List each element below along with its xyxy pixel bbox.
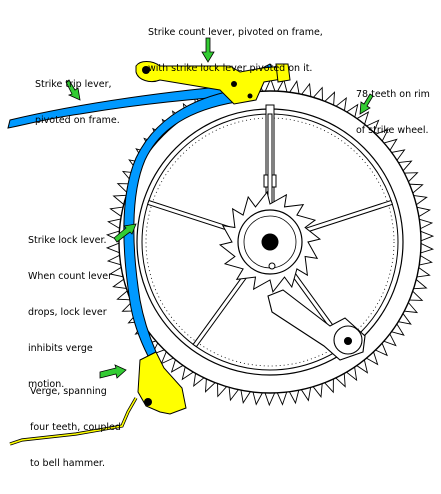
callout-lock-lever-line-2: When count lever [28,271,112,282]
pointer-arrows [65,37,374,379]
callout-count-lever-line-2: with strike lock lever pivoted on it. [148,63,313,74]
strike-mechanism-diagram: Strike count lever, pivoted on frame, wi… [7,3,435,469]
pointer-teeth [359,93,374,115]
pointer-lock-lever [113,223,137,243]
lower-right-arm [267,289,366,361]
hub-arbor [261,233,279,251]
callout-teeth-line-2: of strike wheel. [356,125,429,136]
verge [9,351,187,446]
callout-lock-lever-line-4: inhibits verge [28,343,93,354]
callout-verge: Verge, spanning four teeth, coupled to b… [30,362,121,494]
pointer-verge [99,364,127,379]
callout-trip-lever-line-2: pivoted on frame. [35,115,120,126]
pointer-trip-lever [65,79,81,101]
callout-verge-line-1: Verge, spanning [30,386,107,397]
callout-trip-lever: Strike trip lever, pivoted on frame. [35,55,120,151]
diagram-canvas [7,37,435,446]
strike-count-lever [135,61,291,105]
callout-lock-lever-line-1: Strike lock lever. [28,235,107,246]
callout-trip-lever-line-1: Strike trip lever, [35,79,112,90]
callout-count-lever: Strike count lever, pivoted on frame, wi… [148,3,323,99]
callout-lock-lever: Strike lock lever. When count lever drop… [28,211,112,415]
callout-lock-lever-line-3: drops, lock lever [28,307,107,318]
callout-teeth: 78 teeth on rim of strike wheel. [356,65,430,161]
callout-teeth-line-1: 78 teeth on rim [356,89,430,100]
pointer-count-lever [201,37,215,63]
callout-count-lever-line-1: Strike count lever, pivoted on frame, [148,27,323,38]
callout-verge-line-3: to bell hammer. [30,458,105,469]
callout-lock-lever-line-5: motion. [28,379,65,390]
hub-small-pin [268,262,276,270]
callout-verge-line-2: four teeth, coupled [30,422,121,433]
